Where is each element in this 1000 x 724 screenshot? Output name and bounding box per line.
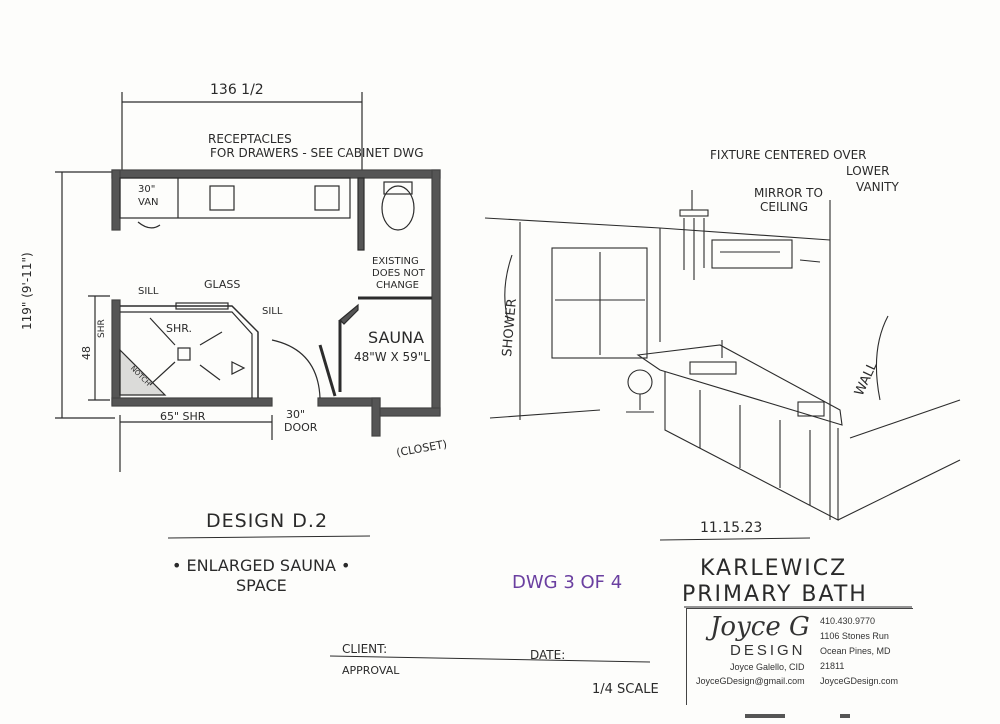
design-title: DESIGN D.2 <box>206 510 329 532</box>
existing-note-1: EXISTING <box>372 256 419 267</box>
glass-label: GLASS <box>204 278 241 291</box>
bench-label: SHR <box>97 319 107 338</box>
company-logo: Joyce G DESIGN Joyce Galello, CID JoyceG… <box>690 612 810 690</box>
door-label-2: DOOR <box>284 421 318 434</box>
drawing-number: DWG 3 OF 4 <box>512 572 623 593</box>
contact-street: 1106 Stones Run <box>820 631 889 641</box>
perspective-elevation <box>484 190 961 521</box>
approval-label: APPROVAL <box>342 664 400 677</box>
vanity-label-2: VAN <box>138 197 159 208</box>
contact-city: Ocean Pines, MD <box>820 646 891 656</box>
floor-plan <box>55 92 441 472</box>
existing-note-2: DOES NOT <box>372 268 425 279</box>
scale-label: 1/4 SCALE <box>592 682 659 697</box>
client-label: CLIENT: <box>342 642 388 656</box>
date-label: DATE: <box>530 648 566 662</box>
title-block <box>686 608 913 705</box>
vanity-label-1: 30" <box>138 184 156 195</box>
fixture-note-3: VANITY <box>856 180 899 194</box>
receptacles-note-2: FOR DRAWERS - SEE CABINET DWG <box>210 146 424 160</box>
existing-note-3: CHANGE <box>376 280 419 291</box>
designer-name: Joyce Galello, CID <box>730 662 805 672</box>
shower-label: SHR. <box>166 322 193 335</box>
plan-width-dimension: 136 1/2 <box>210 82 264 98</box>
contact-info: 410.430.9770 1106 Stones Run Ocean Pines… <box>820 614 898 689</box>
shower-height-dimension: 48 <box>80 346 93 360</box>
fixture-note-2: LOWER <box>846 164 890 178</box>
receptacles-note-1: RECEPTACLES <box>208 132 292 146</box>
project-room: PRIMARY BATH <box>682 582 868 607</box>
design-subtitle-2: SPACE <box>236 576 287 595</box>
sauna-label: SAUNA <box>368 328 425 347</box>
mirror-note-2: CEILING <box>760 200 808 214</box>
door-label-1: 30" <box>286 408 306 421</box>
logo-word: DESIGN <box>730 642 806 659</box>
sauna-dimensions: 48"W X 59"L <box>354 350 430 364</box>
design-subtitle-1: • ENLARGED SAUNA • <box>172 556 351 575</box>
project-name: KARLEWICZ <box>700 556 848 581</box>
plan-height-dimension: 119" (9'-11") <box>20 252 34 330</box>
fixture-note-1: FIXTURE CENTERED OVER <box>710 148 867 162</box>
title-rules <box>167 535 912 663</box>
shower-width-dimension: 65" SHR <box>160 410 206 423</box>
sill-right-label: SILL <box>262 306 283 317</box>
logo-script: Joyce G <box>710 612 810 642</box>
contact-zip: 21811 <box>820 661 845 671</box>
sill-left-label: SILL <box>138 286 159 297</box>
drawing-date: 11.15.23 <box>700 520 763 536</box>
contact-phone: 410.430.9770 <box>820 616 876 626</box>
mirror-note-1: MIRROR TO <box>754 186 823 200</box>
contact-web: JoyceGDesign.com <box>820 676 899 686</box>
bottom-edge-marks <box>745 714 850 718</box>
designer-email: JoyceGDesign@gmail.com <box>696 676 805 686</box>
